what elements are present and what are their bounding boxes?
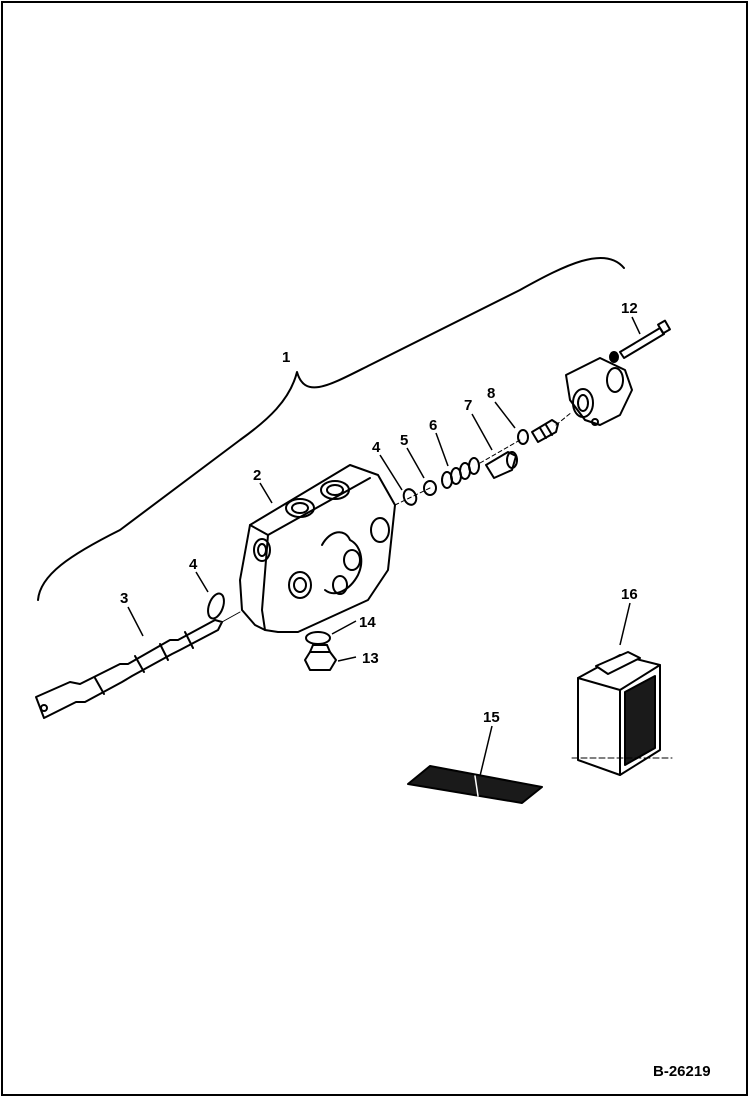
plug-part xyxy=(304,644,337,671)
callout-2: 2 xyxy=(253,467,261,484)
callout-7: 7 xyxy=(464,397,472,414)
callout-8: 8 xyxy=(487,385,495,402)
valve-body-part xyxy=(239,464,396,633)
leader-line-14 xyxy=(331,620,357,635)
spacer-part xyxy=(485,451,518,479)
o-ring-left xyxy=(207,592,225,620)
o-ring-plug xyxy=(305,631,331,645)
decal-part xyxy=(407,765,543,804)
callout-4-left: 4 xyxy=(189,556,198,573)
leader-line-15 xyxy=(479,725,493,777)
assembly-axis-line xyxy=(394,411,573,506)
leader-line-8 xyxy=(494,401,516,429)
callout-12: 12 xyxy=(621,300,638,317)
leader-line-4b xyxy=(379,454,403,491)
o-ring-right xyxy=(402,488,418,506)
leader-line-5 xyxy=(406,447,425,479)
leader-line-16 xyxy=(619,602,631,646)
leader-line-3 xyxy=(127,606,144,637)
leader-line-12 xyxy=(631,316,641,335)
spool-part xyxy=(35,611,241,719)
callout-5: 5 xyxy=(400,432,408,449)
callout-3: 3 xyxy=(120,590,128,607)
spring-part xyxy=(441,457,480,489)
washer-part xyxy=(423,480,437,496)
callout-6: 6 xyxy=(429,417,437,434)
callout-14: 14 xyxy=(359,614,376,631)
leader-line-4a xyxy=(195,571,209,593)
callout-15: 15 xyxy=(483,709,500,726)
leader-line-6 xyxy=(435,432,449,467)
callout-16: 16 xyxy=(621,586,638,603)
leader-line-7 xyxy=(471,413,493,451)
callout-1: 1 xyxy=(282,349,290,366)
cap-screw-part xyxy=(531,419,559,443)
bolt-part xyxy=(609,319,671,363)
leader-line-2 xyxy=(259,482,273,504)
end-cap-part xyxy=(565,357,633,426)
assembly-bracket xyxy=(37,256,625,601)
callout-4-right: 4 xyxy=(372,439,381,456)
washer-small xyxy=(517,429,529,445)
leader-line-13 xyxy=(337,656,357,662)
callout-13: 13 xyxy=(362,650,379,667)
kit-box-part xyxy=(571,651,673,776)
figure-code: B-26219 xyxy=(653,1063,711,1080)
